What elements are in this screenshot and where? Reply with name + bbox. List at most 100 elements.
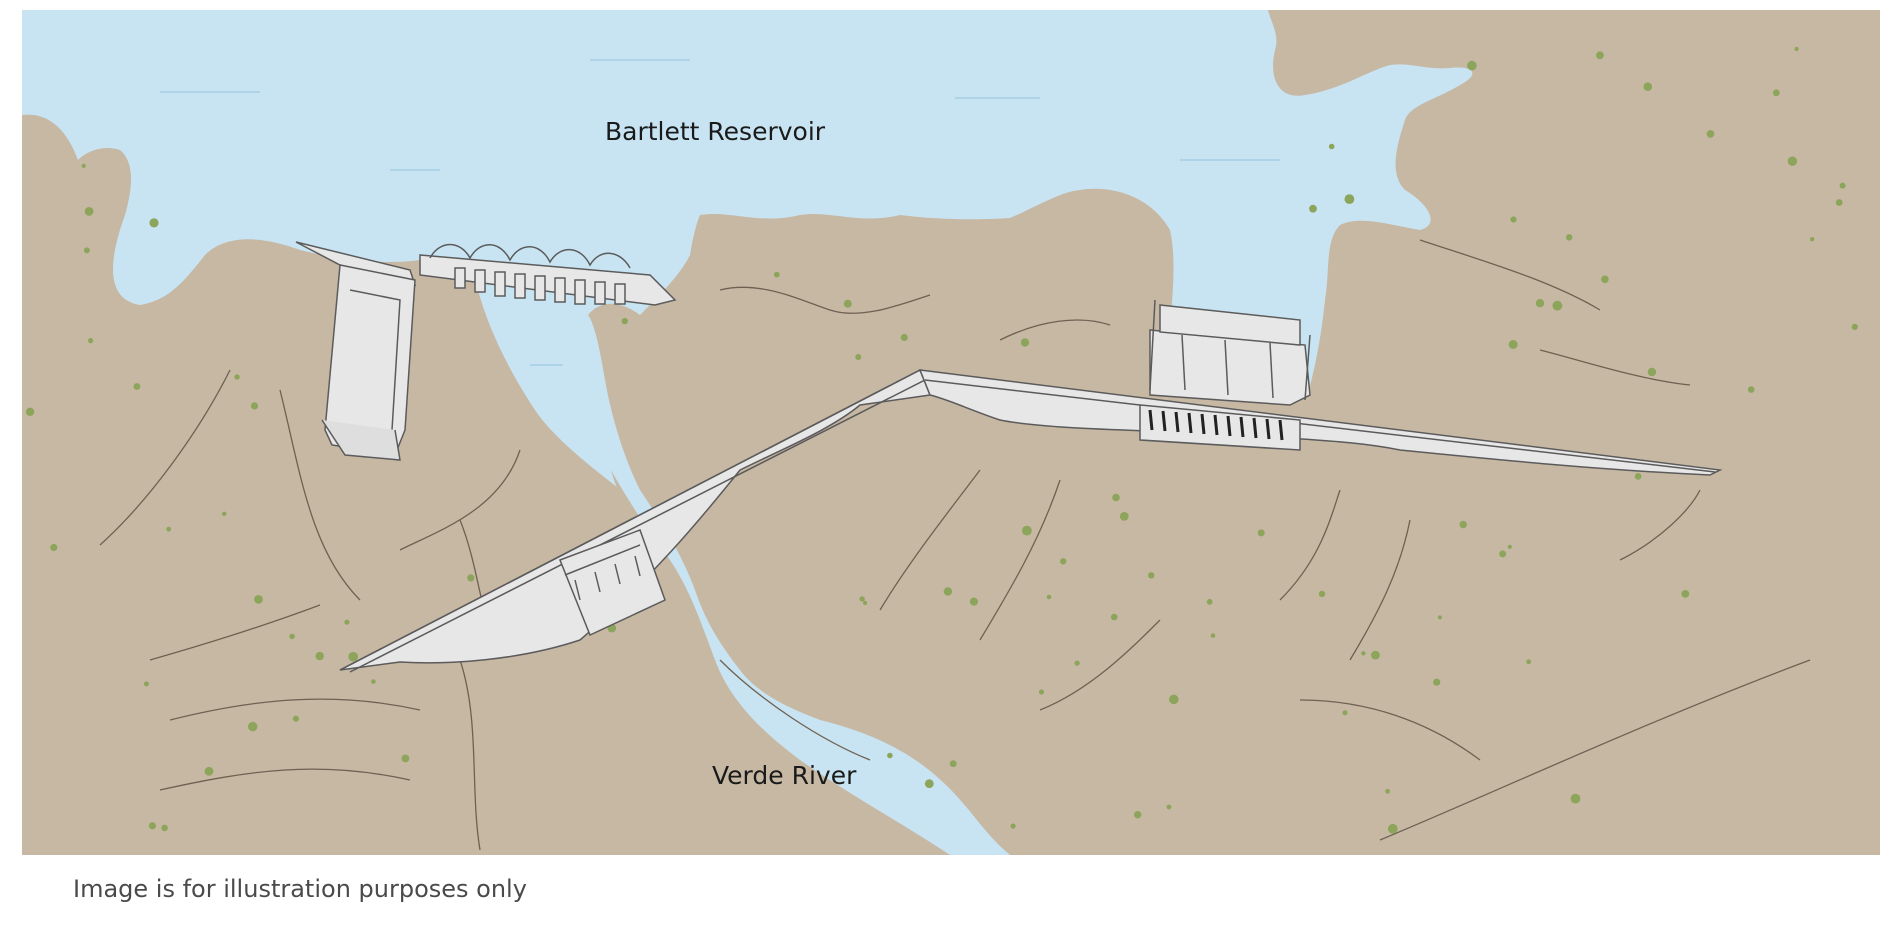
shrub-icon [1706, 130, 1715, 138]
shrub-icon [863, 600, 868, 606]
shrub-icon [234, 374, 240, 380]
shrub-icon [143, 681, 149, 687]
shrub-icon [1851, 323, 1858, 330]
land-right [1268, 10, 1880, 420]
land-center [588, 188, 1880, 855]
shrub-icon [1038, 689, 1045, 695]
shrub-icon [1459, 520, 1467, 529]
shrub-icon [900, 333, 908, 342]
caption: Image is for illustration purposes only [73, 875, 527, 903]
shrub-icon [1046, 594, 1052, 600]
shrub-icon [1074, 660, 1080, 666]
shrub-icon [161, 824, 168, 832]
shrub-icon [1210, 633, 1216, 638]
shrub-icon [88, 338, 94, 344]
shrub-icon [1467, 60, 1477, 71]
shrub-icon [401, 754, 410, 763]
shrub-icon [1257, 529, 1265, 537]
main-dam [339, 368, 932, 673]
left-spillway [295, 241, 417, 461]
shrub-icon [467, 574, 475, 582]
shrub-icon [222, 511, 227, 516]
shrub-icon [943, 587, 953, 596]
shrub-icon [289, 633, 295, 640]
shrub-icon [50, 543, 58, 552]
shrub-icon [924, 779, 934, 789]
shrub-icon [84, 207, 94, 216]
shrub-icon [1772, 89, 1780, 97]
shrub-icon [248, 721, 258, 732]
shrub-icon [25, 46, 1858, 834]
shrub-icon [1022, 525, 1032, 536]
shrub-icon [344, 619, 350, 625]
shrub-icon [149, 218, 159, 228]
shrub-icon [1148, 572, 1155, 579]
shrub-icon [1385, 788, 1390, 794]
shrub-icon [1437, 615, 1442, 620]
shrub-icon [1387, 823, 1398, 834]
shrub-icon [371, 679, 376, 684]
shrub-icon [887, 752, 893, 759]
shrub-icon [1747, 386, 1755, 393]
shrub-icon [1647, 367, 1657, 377]
shrub-icon [1309, 204, 1317, 213]
shrub-icon [1020, 338, 1030, 347]
shrub-icon [250, 402, 259, 410]
shrub-icon [1110, 613, 1118, 621]
shrub-icon [855, 354, 862, 360]
shrub-icon [1361, 651, 1366, 656]
shrub-icon [1342, 710, 1348, 716]
arched-spillway [419, 243, 677, 306]
shrub-icon [1507, 544, 1512, 549]
shrub-icon [1810, 237, 1815, 242]
shrub-icon [148, 822, 156, 830]
shrub-icon [969, 597, 979, 606]
shrub-icon [1344, 194, 1355, 205]
shrub-icon [1601, 275, 1609, 284]
shrub-icon [83, 247, 90, 254]
shrub-icon [1634, 473, 1642, 480]
shrub-icon [204, 766, 214, 776]
shrub-icon [1134, 811, 1142, 819]
shrub-icon [1433, 678, 1441, 686]
shrub-icon [81, 163, 86, 168]
shrub-icon [843, 299, 852, 308]
right-dam [918, 299, 1723, 476]
shrub-icon [1169, 694, 1179, 705]
shrub-icon [1318, 590, 1326, 598]
river-channel [548, 315, 1010, 855]
shrub-icon [1119, 512, 1129, 521]
shrub-icon [1835, 199, 1843, 206]
reservoir-label: Bartlett Reservoir [605, 117, 826, 146]
shrub-icon [859, 596, 865, 602]
shrub-icon [133, 383, 141, 390]
shrub-icon [1681, 590, 1690, 598]
shrub-icon [621, 317, 628, 325]
shrub-icon [315, 651, 324, 661]
shrub-icon [292, 715, 299, 722]
shrub-icon [1787, 156, 1798, 166]
shrub-icon [25, 407, 35, 416]
shrub-icon [1535, 299, 1545, 308]
shrub-icon [1839, 182, 1846, 189]
shrub-icon [1510, 216, 1517, 223]
shrub-icon [1794, 46, 1799, 52]
shrub-icon [1371, 650, 1380, 660]
shrub-icon [1060, 558, 1067, 565]
shrub-icon [254, 595, 263, 604]
shrub-icon [949, 760, 957, 768]
shrub-icon [1570, 793, 1581, 804]
shrub-icon [1596, 51, 1604, 60]
shrub-icon [1526, 659, 1532, 665]
shrub-icon [1566, 234, 1573, 241]
terrain-contours [99, 239, 1811, 851]
land-left [22, 114, 950, 855]
shrub-icon [1166, 804, 1172, 810]
shrub-icon [1552, 300, 1563, 311]
shrub-icon [1112, 493, 1120, 502]
shrub-icon [166, 526, 172, 532]
river-label: Verde River [712, 761, 857, 790]
shrub-icon [1643, 82, 1653, 91]
shrub-icon [1508, 340, 1518, 349]
